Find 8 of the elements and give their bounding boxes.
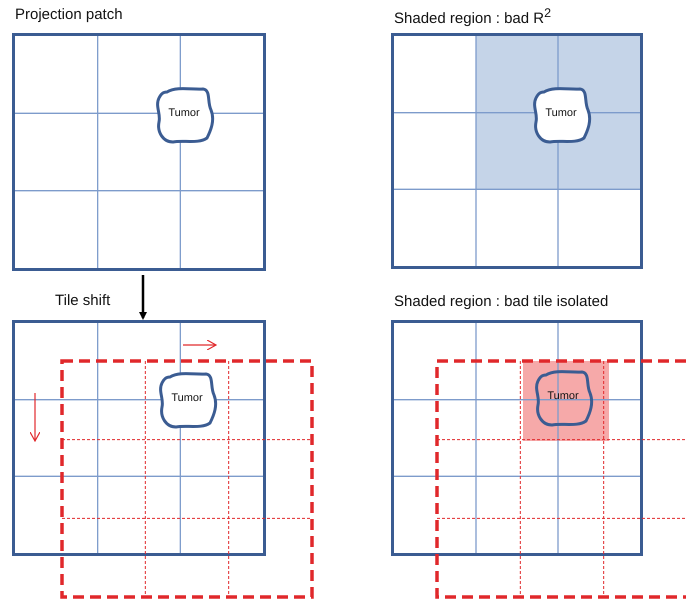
panel-heading: Projection patch bbox=[15, 6, 123, 23]
tumor-label: Tumor bbox=[544, 107, 578, 119]
arrow bbox=[139, 275, 147, 320]
panel-heading: Shaded region : bad tile isolated bbox=[394, 293, 608, 310]
tumor-label: Tumor bbox=[546, 390, 580, 402]
panel-heading: Shaded region : bad R$^{2}$ bbox=[394, 6, 552, 27]
tumor-label: Tumor bbox=[170, 392, 204, 404]
tumor-label: Tumor bbox=[167, 107, 201, 119]
